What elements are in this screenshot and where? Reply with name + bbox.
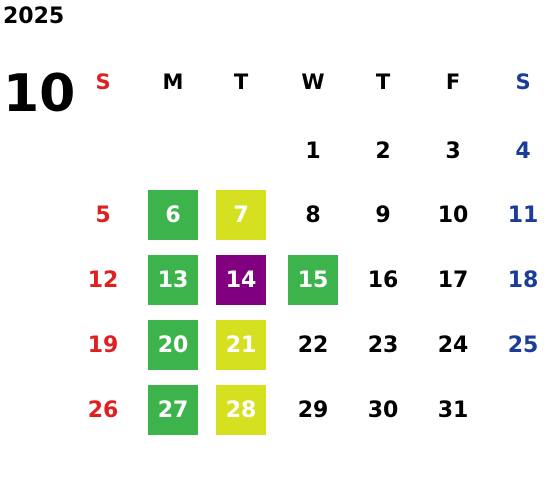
day-cell-16[interactable]: 16 — [367, 267, 399, 293]
day-cell-6[interactable]: 6 — [148, 190, 198, 240]
weekday-header-sun: S — [95, 70, 111, 94]
day-cell-1[interactable]: 1 — [305, 138, 321, 164]
day-cell-19[interactable]: 19 — [87, 332, 119, 358]
year-label: 2025 — [3, 4, 65, 29]
day-cell-30[interactable]: 30 — [367, 397, 399, 423]
day-cell-20[interactable]: 20 — [148, 320, 198, 370]
day-cell-23[interactable]: 23 — [367, 332, 399, 358]
weekday-header-fri: F — [445, 70, 461, 94]
day-cell-11[interactable]: 11 — [507, 202, 539, 228]
weekday-header-tue: T — [233, 70, 249, 94]
day-cell-15[interactable]: 15 — [288, 255, 338, 305]
day-cell-18[interactable]: 18 — [507, 267, 539, 293]
weekday-header-mon: M — [162, 70, 184, 94]
weekday-header-sat: S — [515, 70, 531, 94]
day-cell-9[interactable]: 9 — [375, 202, 391, 228]
day-cell-4[interactable]: 4 — [515, 138, 531, 164]
day-cell-28[interactable]: 28 — [216, 385, 266, 435]
day-cell-24[interactable]: 24 — [437, 332, 469, 358]
day-cell-26[interactable]: 26 — [87, 397, 119, 423]
day-cell-13[interactable]: 13 — [148, 255, 198, 305]
day-cell-29[interactable]: 29 — [297, 397, 329, 423]
day-cell-31[interactable]: 31 — [437, 397, 469, 423]
day-cell-7[interactable]: 7 — [216, 190, 266, 240]
weekday-header-thu: T — [375, 70, 391, 94]
day-cell-5[interactable]: 5 — [95, 202, 111, 228]
day-cell-21[interactable]: 21 — [216, 320, 266, 370]
month-number: 10 — [3, 64, 76, 124]
day-cell-27[interactable]: 27 — [148, 385, 198, 435]
day-cell-22[interactable]: 22 — [297, 332, 329, 358]
day-cell-17[interactable]: 17 — [437, 267, 469, 293]
day-cell-14[interactable]: 14 — [216, 255, 266, 305]
day-cell-8[interactable]: 8 — [305, 202, 321, 228]
weekday-header-wed: W — [301, 70, 325, 94]
day-cell-2[interactable]: 2 — [375, 138, 391, 164]
day-cell-3[interactable]: 3 — [445, 138, 461, 164]
day-cell-25[interactable]: 25 — [507, 332, 539, 358]
day-cell-10[interactable]: 10 — [437, 202, 469, 228]
day-cell-12[interactable]: 12 — [87, 267, 119, 293]
